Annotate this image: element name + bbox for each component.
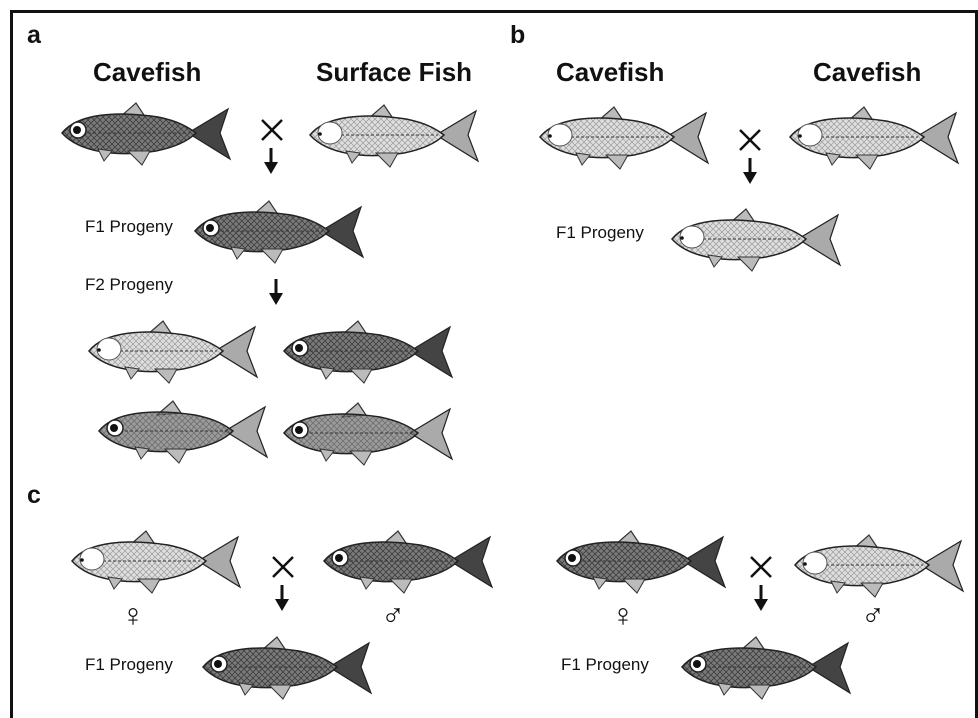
cross-icon: [271, 555, 295, 579]
cross-icon: [749, 555, 773, 579]
f2-fish-intermediate: [280, 393, 460, 478]
f1-fish-cave: [668, 199, 848, 284]
f2-fish-intermediate: [95, 391, 275, 476]
panel-letter-c: c: [27, 481, 41, 510]
panel-c: c ♀ ♂ F1 Progeny: [10, 467, 978, 718]
surface-fish-parent: [58, 93, 238, 178]
arrow-down-icon: [742, 158, 758, 184]
female-symbol: ♀: [121, 599, 145, 631]
cavefish-title: Cavefish: [93, 57, 201, 88]
arrow-down-icon: [753, 585, 769, 611]
cross-icon: [260, 118, 284, 142]
male-symbol: ♂: [861, 599, 885, 631]
male-symbol: ♂: [381, 599, 405, 631]
f1-progeny-label: F1 Progeny: [556, 223, 644, 243]
arrow-down-icon: [268, 279, 284, 305]
f1-progeny-label-right: F1 Progeny: [561, 655, 649, 675]
panel-letter-b: b: [510, 21, 525, 50]
female-symbol: ♀: [611, 599, 635, 631]
arrow-down-icon: [274, 585, 290, 611]
f1-progeny-label-left: F1 Progeny: [85, 655, 173, 675]
f1-progeny-label: F1 Progeny: [85, 217, 173, 237]
surface-fish-title: Surface Fish: [316, 57, 472, 88]
f1-fish-left: [199, 627, 379, 712]
surface-fish-male: [320, 521, 500, 606]
cave-fish-parent-left: [536, 97, 716, 182]
panel-a: a Cavefish Surface Fish F1 Progeny: [10, 10, 499, 470]
f1-fish: [191, 191, 371, 276]
arrow-down-icon: [263, 148, 279, 174]
cave-fish-female: [68, 521, 248, 606]
panel-b: b Cavefish Cavefish F1 Progeny: [496, 10, 978, 470]
f2-fish-cave: [85, 311, 265, 396]
cave-fish-parent-right: [786, 97, 966, 182]
surface-fish-female: [553, 521, 733, 606]
cavefish-title-left: Cavefish: [556, 57, 664, 88]
f1-fish-right: [678, 627, 858, 712]
f2-progeny-label: F2 Progeny: [85, 275, 173, 295]
cave-fish-parent: [306, 95, 486, 180]
cross-icon: [738, 128, 762, 152]
f2-fish-surface: [280, 311, 460, 396]
cavefish-title-right: Cavefish: [813, 57, 921, 88]
panel-letter-a: a: [27, 21, 41, 50]
